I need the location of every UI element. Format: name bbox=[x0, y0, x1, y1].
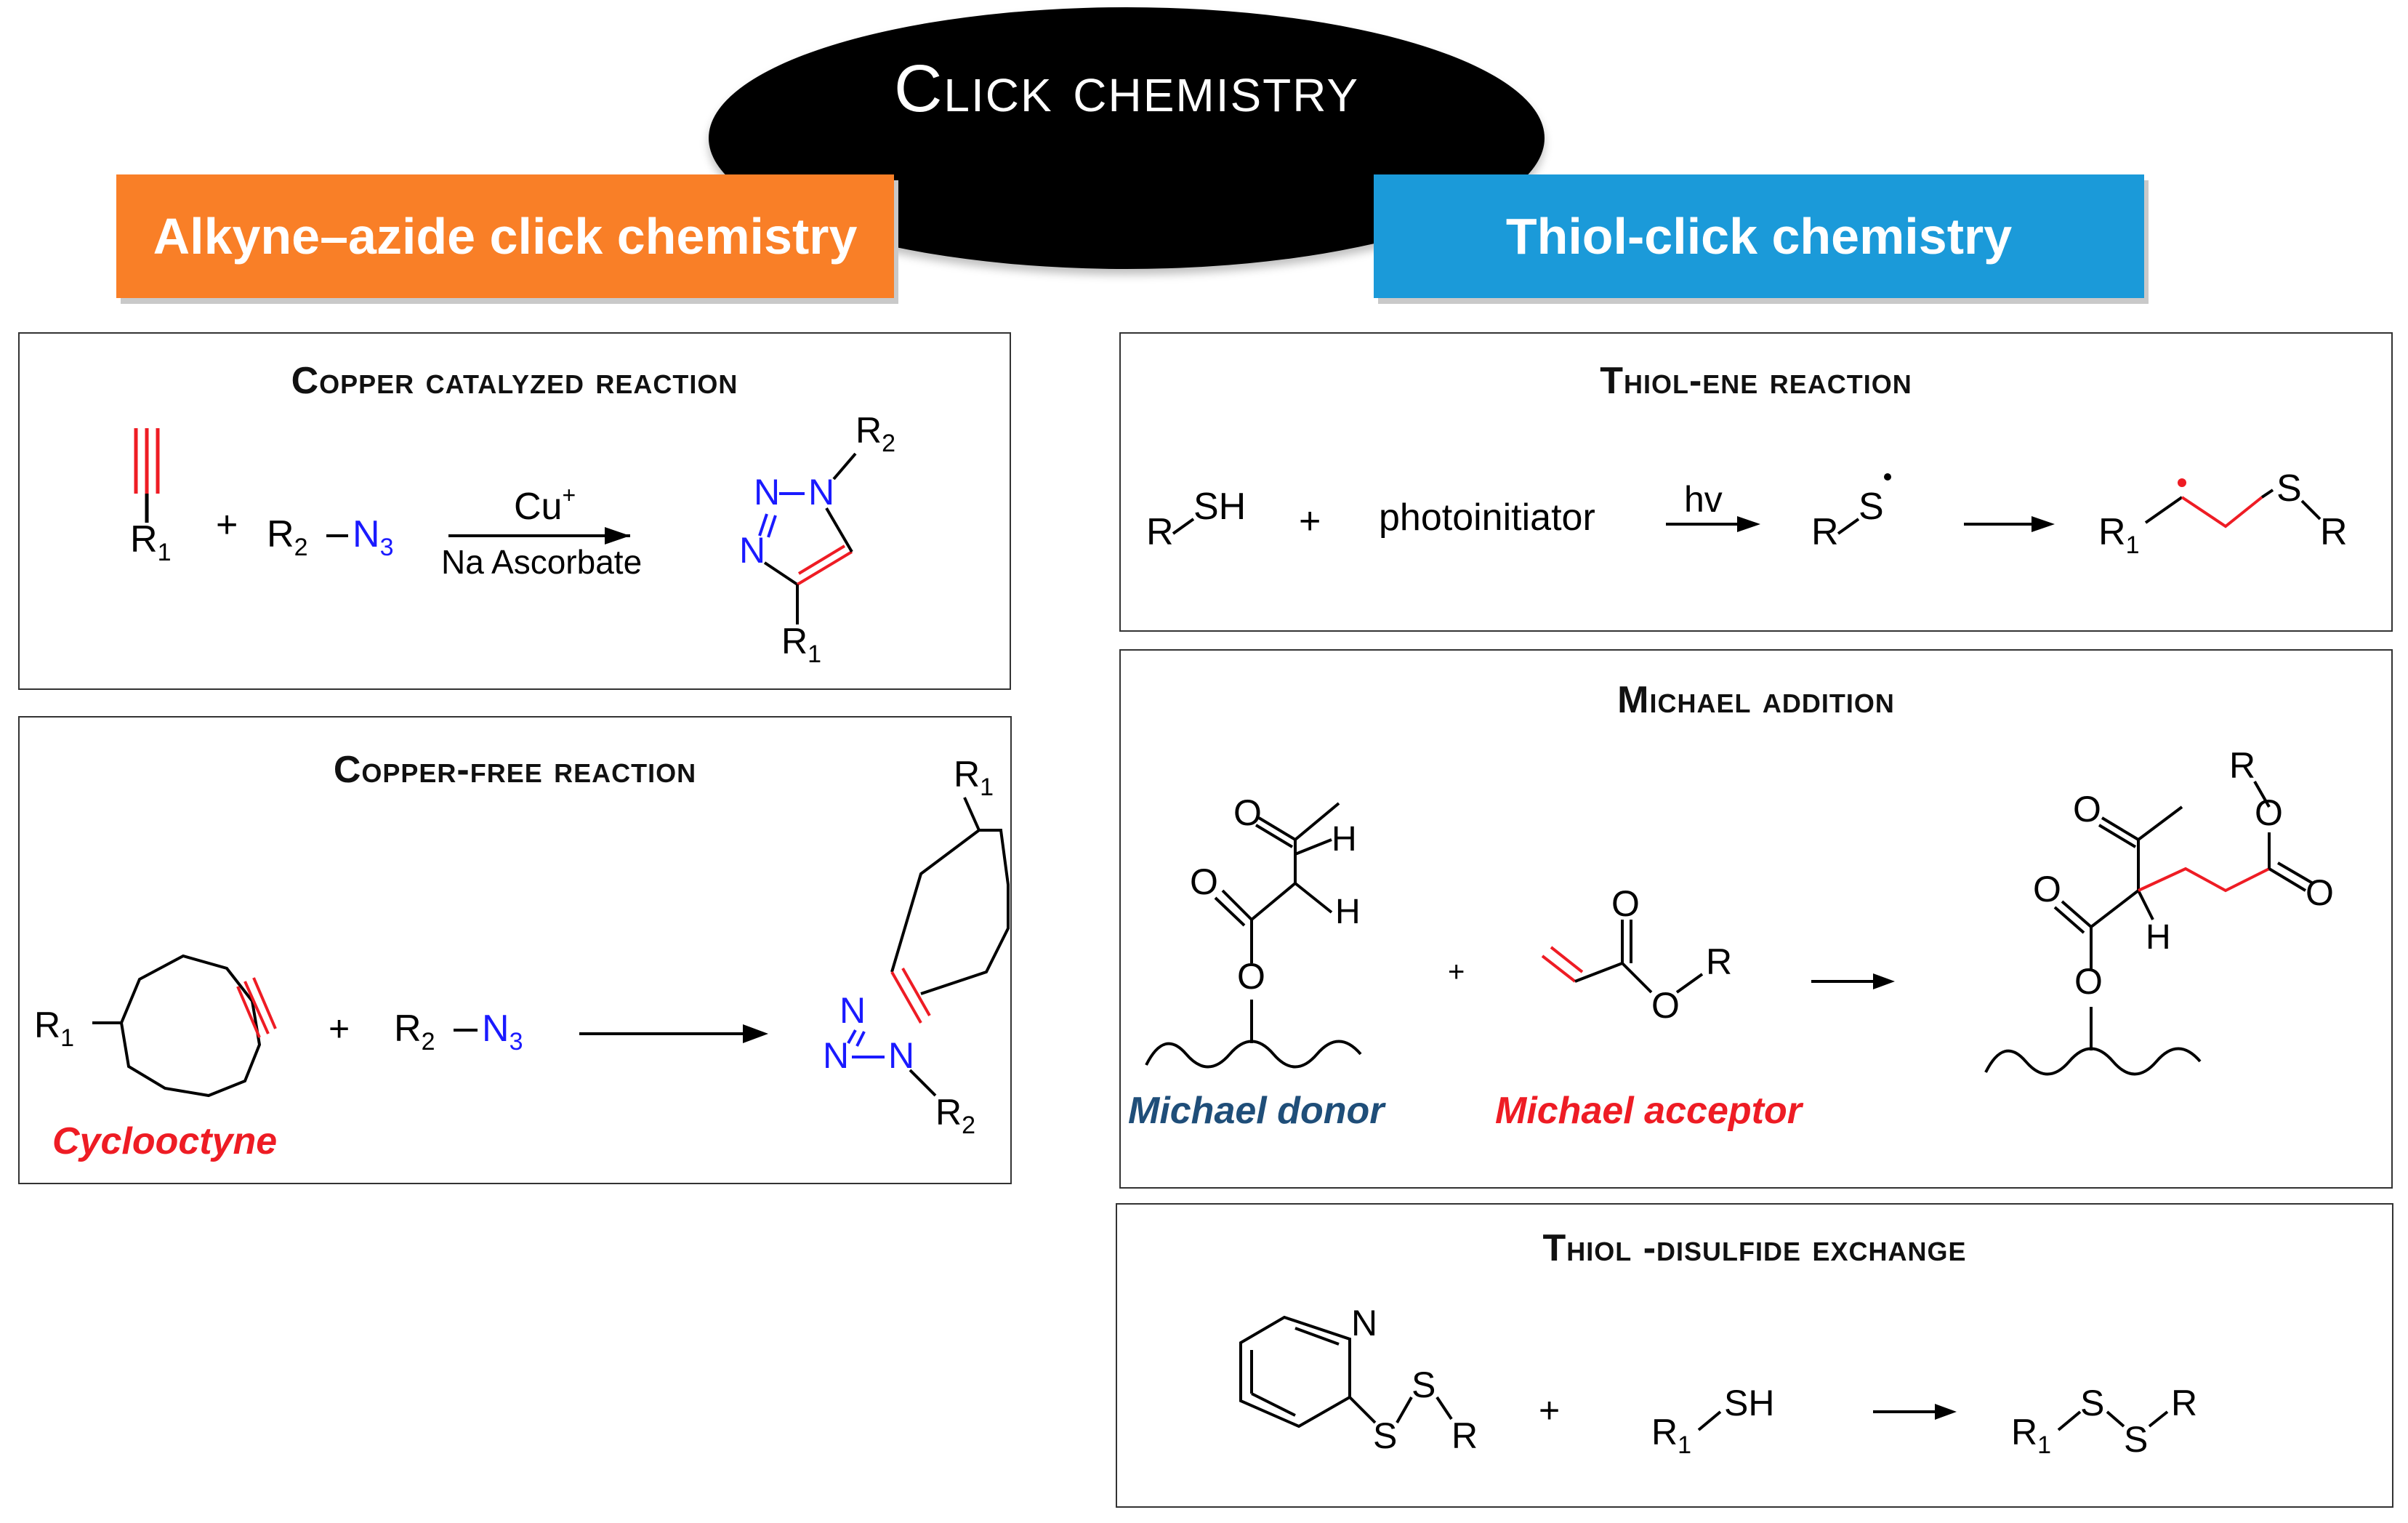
plus-sign: + bbox=[1448, 956, 1465, 988]
svg-text:R: R bbox=[2171, 1383, 2197, 1423]
svg-text:O: O bbox=[1233, 792, 1262, 833]
svg-text:O: O bbox=[1651, 985, 1680, 1026]
copper-free-scheme: R1 Cyclooctyne + R2 N3 R1 N N N R2 bbox=[34, 754, 1010, 1162]
plus-sign: + bbox=[1299, 500, 1321, 542]
svg-text:O: O bbox=[2255, 792, 2283, 833]
svg-text:H: H bbox=[2146, 918, 2171, 957]
svg-text:S: S bbox=[2124, 1419, 2148, 1460]
panel-title-copper-catalyzed: Copper catalyzed reaction bbox=[291, 360, 738, 402]
s-radical-label: S bbox=[1859, 486, 1884, 528]
r-label: R bbox=[1146, 511, 1174, 553]
michael-donor-molecule bbox=[1145, 802, 1362, 1069]
svg-text:R: R bbox=[1451, 1415, 1478, 1456]
photoinitiator-label: photoinitiator bbox=[1379, 497, 1595, 539]
svg-text:R1: R1 bbox=[781, 621, 821, 668]
r1-label: R1 bbox=[130, 518, 171, 566]
svg-text:S: S bbox=[1412, 1365, 1435, 1405]
svg-text:O: O bbox=[1611, 883, 1640, 924]
svg-text:N: N bbox=[739, 530, 765, 571]
cyclooctyne-molecule: R1 Cyclooctyne bbox=[34, 954, 277, 1162]
fused-triazole-product: R1 N N N R2 bbox=[823, 754, 1010, 1139]
svg-text:N: N bbox=[1351, 1303, 1377, 1343]
panel-title-disulfide: Thiol -disulfide exchange bbox=[1542, 1227, 1967, 1269]
panel-title-michael: Michael addition bbox=[1617, 679, 1895, 721]
michael-acceptor-molecule bbox=[1541, 920, 1704, 994]
plus-sign: + bbox=[329, 1008, 350, 1049]
svg-text:R2: R2 bbox=[935, 1092, 975, 1139]
svg-text:R1: R1 bbox=[954, 754, 994, 801]
r2-label: R2 bbox=[394, 1008, 435, 1056]
panel-copper-free: Copper-free reaction R1 Cyclooctyne + R2… bbox=[18, 716, 1012, 1184]
svg-text:S: S bbox=[2276, 467, 2302, 510]
svg-text:H: H bbox=[1335, 893, 1361, 931]
disulfide-scheme: N S S R + R1 SH R1 S S R bbox=[1239, 1303, 2197, 1460]
michael-donor-label: Michael donor bbox=[1128, 1090, 1386, 1132]
azide-label: N3 bbox=[482, 1008, 523, 1056]
michael-product-molecule bbox=[1984, 805, 2202, 1076]
sh-label: SH bbox=[1193, 486, 1246, 528]
copper-catalyzed-scheme: R1 + R2 N3 Cu+ Na Ascorbate N N N R2 R1 bbox=[130, 410, 895, 668]
panel-title-thiol-ene: Thiol-ene reaction bbox=[1600, 360, 1912, 402]
svg-text:R: R bbox=[1706, 941, 1732, 982]
r-label: R bbox=[1811, 511, 1839, 553]
svg-text:N: N bbox=[823, 1035, 849, 1076]
category-thiol-click: Thiol-click chemistry bbox=[1374, 174, 2144, 298]
svg-text:O: O bbox=[2033, 869, 2061, 909]
michael-acceptor-label: Michael acceptor bbox=[1495, 1090, 1804, 1132]
triazole-product: N N N R2 R1 bbox=[739, 410, 895, 668]
azide-label: N3 bbox=[353, 513, 393, 561]
page-title: Click chemistry bbox=[893, 52, 1360, 126]
svg-text:O: O bbox=[2306, 872, 2334, 913]
michael-scheme: O O O H H Michael donor + O O R Michael … bbox=[1128, 745, 2334, 1132]
r1-label: R1 bbox=[1651, 1412, 1691, 1459]
cu-catalyst-label: Cu+ bbox=[514, 482, 576, 528]
plus-sign: + bbox=[216, 504, 238, 546]
svg-text:O: O bbox=[1237, 956, 1265, 997]
category-alkyne-azide: Alkyne–azide click chemistry bbox=[116, 174, 894, 298]
svg-text:N: N bbox=[888, 1035, 914, 1076]
panel-copper-catalyzed: Copper catalyzed reaction R1 + R2 N3 Cu+… bbox=[18, 332, 1011, 690]
svg-text:O: O bbox=[2073, 789, 2101, 829]
svg-text:R: R bbox=[2320, 511, 2348, 553]
svg-text:R1: R1 bbox=[34, 1005, 74, 1052]
panel-thiol-ene: Thiol-ene reaction R SH + photoinitiator… bbox=[1119, 332, 2393, 632]
svg-text:O: O bbox=[1190, 861, 1218, 902]
cyclooctyne-label: Cyclooctyne bbox=[52, 1120, 277, 1162]
sh-label: SH bbox=[1724, 1383, 1774, 1423]
r1-label: R1 bbox=[2098, 511, 2139, 559]
svg-text:N: N bbox=[754, 472, 780, 513]
na-ascorbate-label: Na Ascorbate bbox=[441, 543, 642, 581]
svg-text:S: S bbox=[1373, 1415, 1397, 1456]
svg-text:O: O bbox=[2074, 961, 2103, 1002]
svg-text:N: N bbox=[839, 990, 866, 1031]
panel-thiol-disulfide: Thiol -disulfide exchange N S S R + R1 S… bbox=[1116, 1203, 2393, 1508]
svg-text:R: R bbox=[2229, 745, 2255, 786]
panel-michael-addition: Michael addition O O O H H Michael donor… bbox=[1119, 649, 2393, 1189]
alkyne-triple-bond bbox=[134, 428, 160, 494]
pyridyl-disulfide-molecule bbox=[1239, 1315, 1453, 1428]
r1-label: R1 bbox=[2011, 1412, 2051, 1459]
thiol-ene-scheme: R SH + photoinitiator hv R S R1 S R bbox=[1146, 467, 2348, 559]
svg-text:S: S bbox=[2080, 1383, 2104, 1423]
hv-label: hv bbox=[1684, 479, 1723, 520]
r2-label: R2 bbox=[267, 513, 307, 561]
svg-text:N: N bbox=[808, 472, 834, 513]
plus-sign: + bbox=[1539, 1390, 1560, 1431]
panel-title-copper-free: Copper-free reaction bbox=[333, 749, 697, 791]
svg-text:R2: R2 bbox=[855, 410, 895, 457]
svg-text:H: H bbox=[1332, 820, 1357, 859]
